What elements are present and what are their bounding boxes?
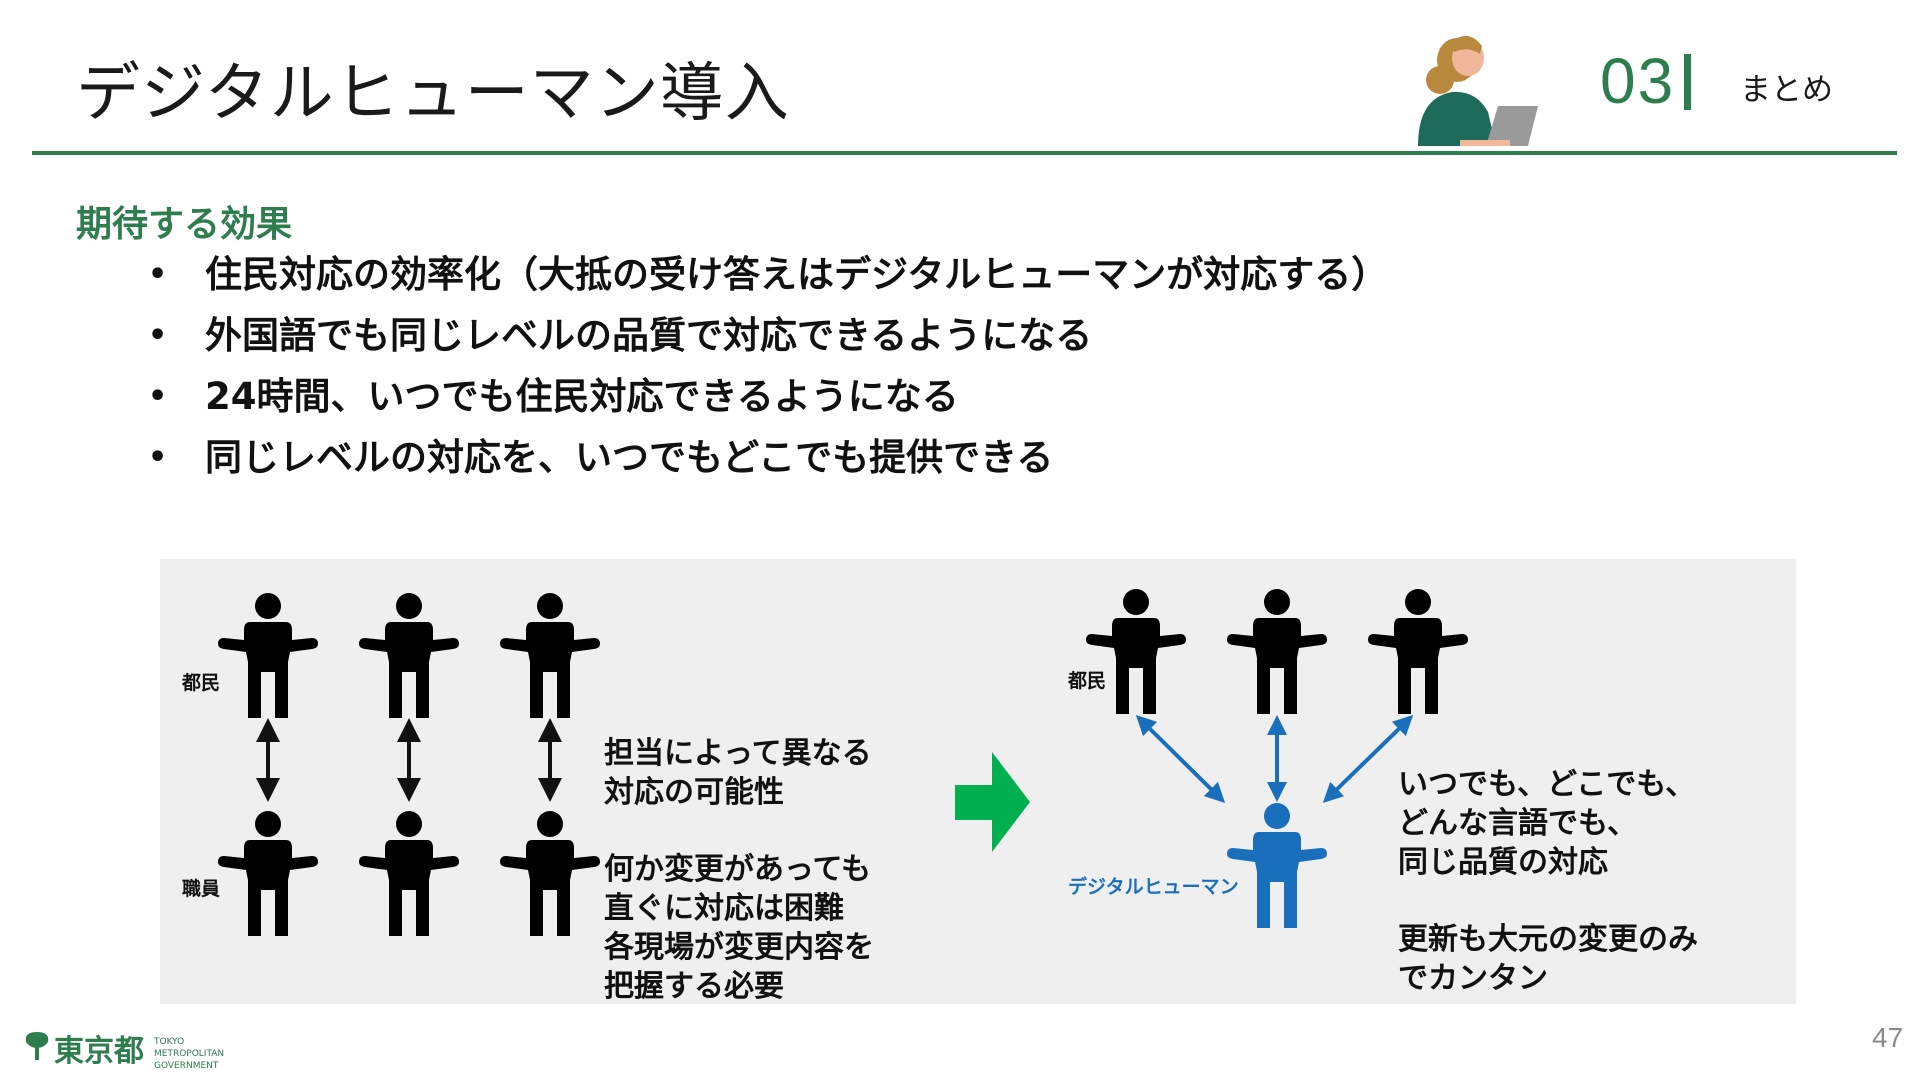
citizen-figure bbox=[1368, 589, 1468, 714]
effects-item: •同じレベルの対応を、いつでもどこでも提供できる bbox=[148, 433, 1388, 494]
bullet-icon: • bbox=[148, 318, 168, 353]
org-logo-text: 東京都 bbox=[54, 1034, 144, 1069]
staff-figure bbox=[218, 811, 318, 936]
citizen-figure bbox=[1227, 589, 1327, 714]
page-number: 47 bbox=[1872, 1022, 1904, 1053]
right-benefit-text: いつでも、どこでも、 どんな言語でも、 同じ品質の対応 bbox=[1398, 767, 1696, 880]
ginkgo-logo-icon bbox=[25, 1032, 49, 1060]
effects-item: •外国語でも同じレベルの品質で対応できるようになる bbox=[148, 311, 1388, 372]
bullet-icon: • bbox=[148, 440, 168, 475]
header-rule bbox=[32, 151, 1897, 155]
staff-label: 職員 bbox=[182, 878, 221, 900]
effects-heading: 期待する効果 bbox=[76, 204, 293, 245]
right-update-text: 更新も大元の変更のみ でカンタン bbox=[1398, 922, 1698, 996]
presenter-illustration bbox=[1418, 35, 1538, 146]
page-title: デジタルヒューマン導入 bbox=[76, 57, 790, 131]
citizen-label: 都民 bbox=[182, 672, 221, 694]
double-arrow-icon bbox=[1135, 714, 1226, 804]
transition-arrow-icon bbox=[955, 752, 1030, 852]
effects-item: •24時間、いつでも住民対応できるようになる bbox=[148, 372, 1388, 433]
double-arrow-icon bbox=[1322, 715, 1414, 803]
citizen-figure bbox=[359, 593, 459, 718]
left-change-text: 何か変更があっても 直ぐに対応は困難 各現場が変更内容を 把握する必要 bbox=[604, 852, 874, 1004]
staff-figure bbox=[500, 811, 600, 936]
effects-list: •住民対応の効率化（大抵の受け答えはデジタルヒューマンが対応する） •外国語でも… bbox=[148, 250, 1388, 494]
section-divider bbox=[1684, 54, 1691, 110]
citizen-figure bbox=[500, 593, 600, 718]
citizen-figure bbox=[1086, 589, 1186, 714]
staff-figure bbox=[359, 811, 459, 936]
citizen-label: 都民 bbox=[1068, 670, 1107, 692]
bullet-icon: • bbox=[148, 379, 168, 414]
org-logo-subtext: TOKYO METROPOLITAN GOVERNMENT bbox=[154, 1037, 225, 1071]
digital-human-label: デジタルヒューマン bbox=[1068, 876, 1239, 898]
effects-item: •住民対応の効率化（大抵の受け答えはデジタルヒューマンが対応する） bbox=[148, 250, 1388, 311]
left-issue-text: 担当によって異なる 対応の可能性 bbox=[604, 736, 872, 810]
bullet-icon: • bbox=[148, 257, 168, 292]
section-number: 03 bbox=[1600, 45, 1676, 117]
digital-human-figure bbox=[1227, 803, 1327, 928]
citizen-figure bbox=[218, 593, 318, 718]
section-label: まとめ bbox=[1740, 72, 1833, 108]
